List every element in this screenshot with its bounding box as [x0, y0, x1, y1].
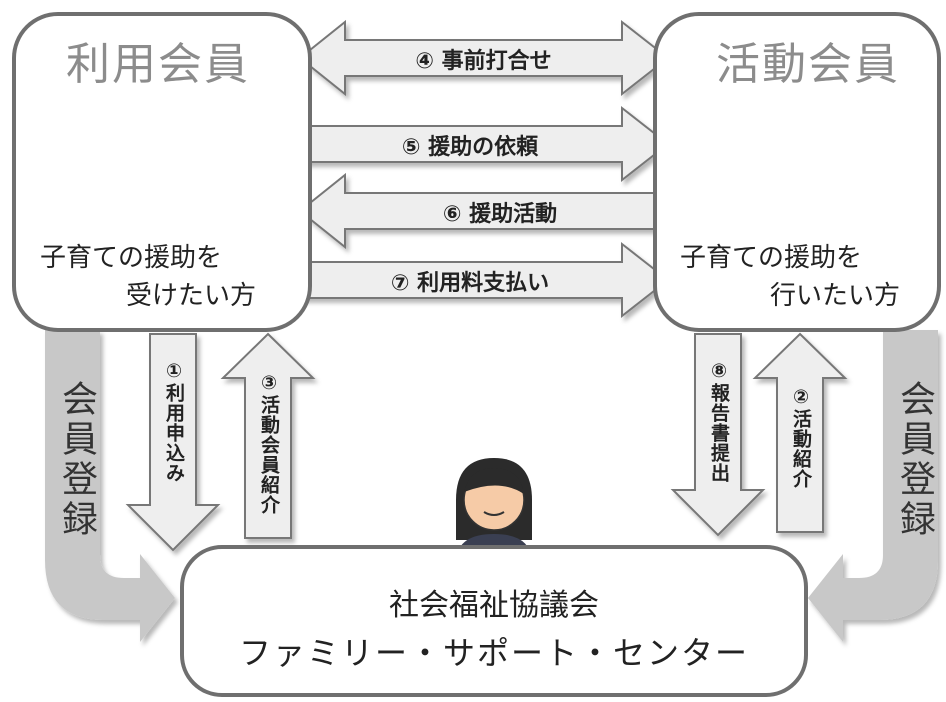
flow-label-report-submission: ⑧報告書提出: [708, 360, 730, 483]
user-member-title: 利用会員: [66, 39, 250, 90]
user-member-box: [12, 12, 312, 332]
user-member-desc-line1: 子育ての援助を: [40, 243, 223, 273]
activity-member-desc-line2: 行いたい方: [770, 281, 901, 311]
center-service-name: ファミリー・サポート・センター: [238, 634, 749, 672]
arrow-payment: [299, 241, 670, 319]
support-center-box: [180, 545, 808, 697]
user-member-desc-line2: 受けたい方: [126, 281, 257, 311]
arrow-member-introduction: [220, 332, 316, 539]
registration-arrow-left: [45, 330, 175, 642]
activity-member-title: 活動会員: [716, 39, 900, 90]
flow-label-request: ⑤ 援助の依頼: [401, 135, 539, 160]
flow-label-activity-introduction: ②活動紹介: [790, 386, 812, 489]
activity-member-desc-line1: 子育ての援助を: [680, 243, 863, 273]
flow-label-prior-meeting: ④ 事前打合せ: [415, 49, 552, 74]
arrow-request: [299, 105, 670, 183]
flow-label-usage-application: ①利用申込み: [163, 360, 185, 483]
registration-label-left: 会員登録: [56, 380, 97, 540]
flow-label-activity: ⑥ 援助活動: [442, 202, 558, 227]
arrow-activity-introduction: [752, 332, 848, 533]
registration-arrow-right: [808, 330, 938, 642]
arrow-usage-application: [125, 333, 221, 552]
activity-member-box: [653, 12, 941, 332]
center-organization-name: 社会福祉協議会: [389, 588, 599, 623]
flow-label-payment: ⑦ 利用料支払い: [390, 271, 550, 296]
arrow-report-submission: [670, 333, 766, 537]
registration-label-right: 会員登録: [894, 380, 935, 540]
flow-label-member-introduction: ③活動会員紹介: [258, 372, 280, 515]
